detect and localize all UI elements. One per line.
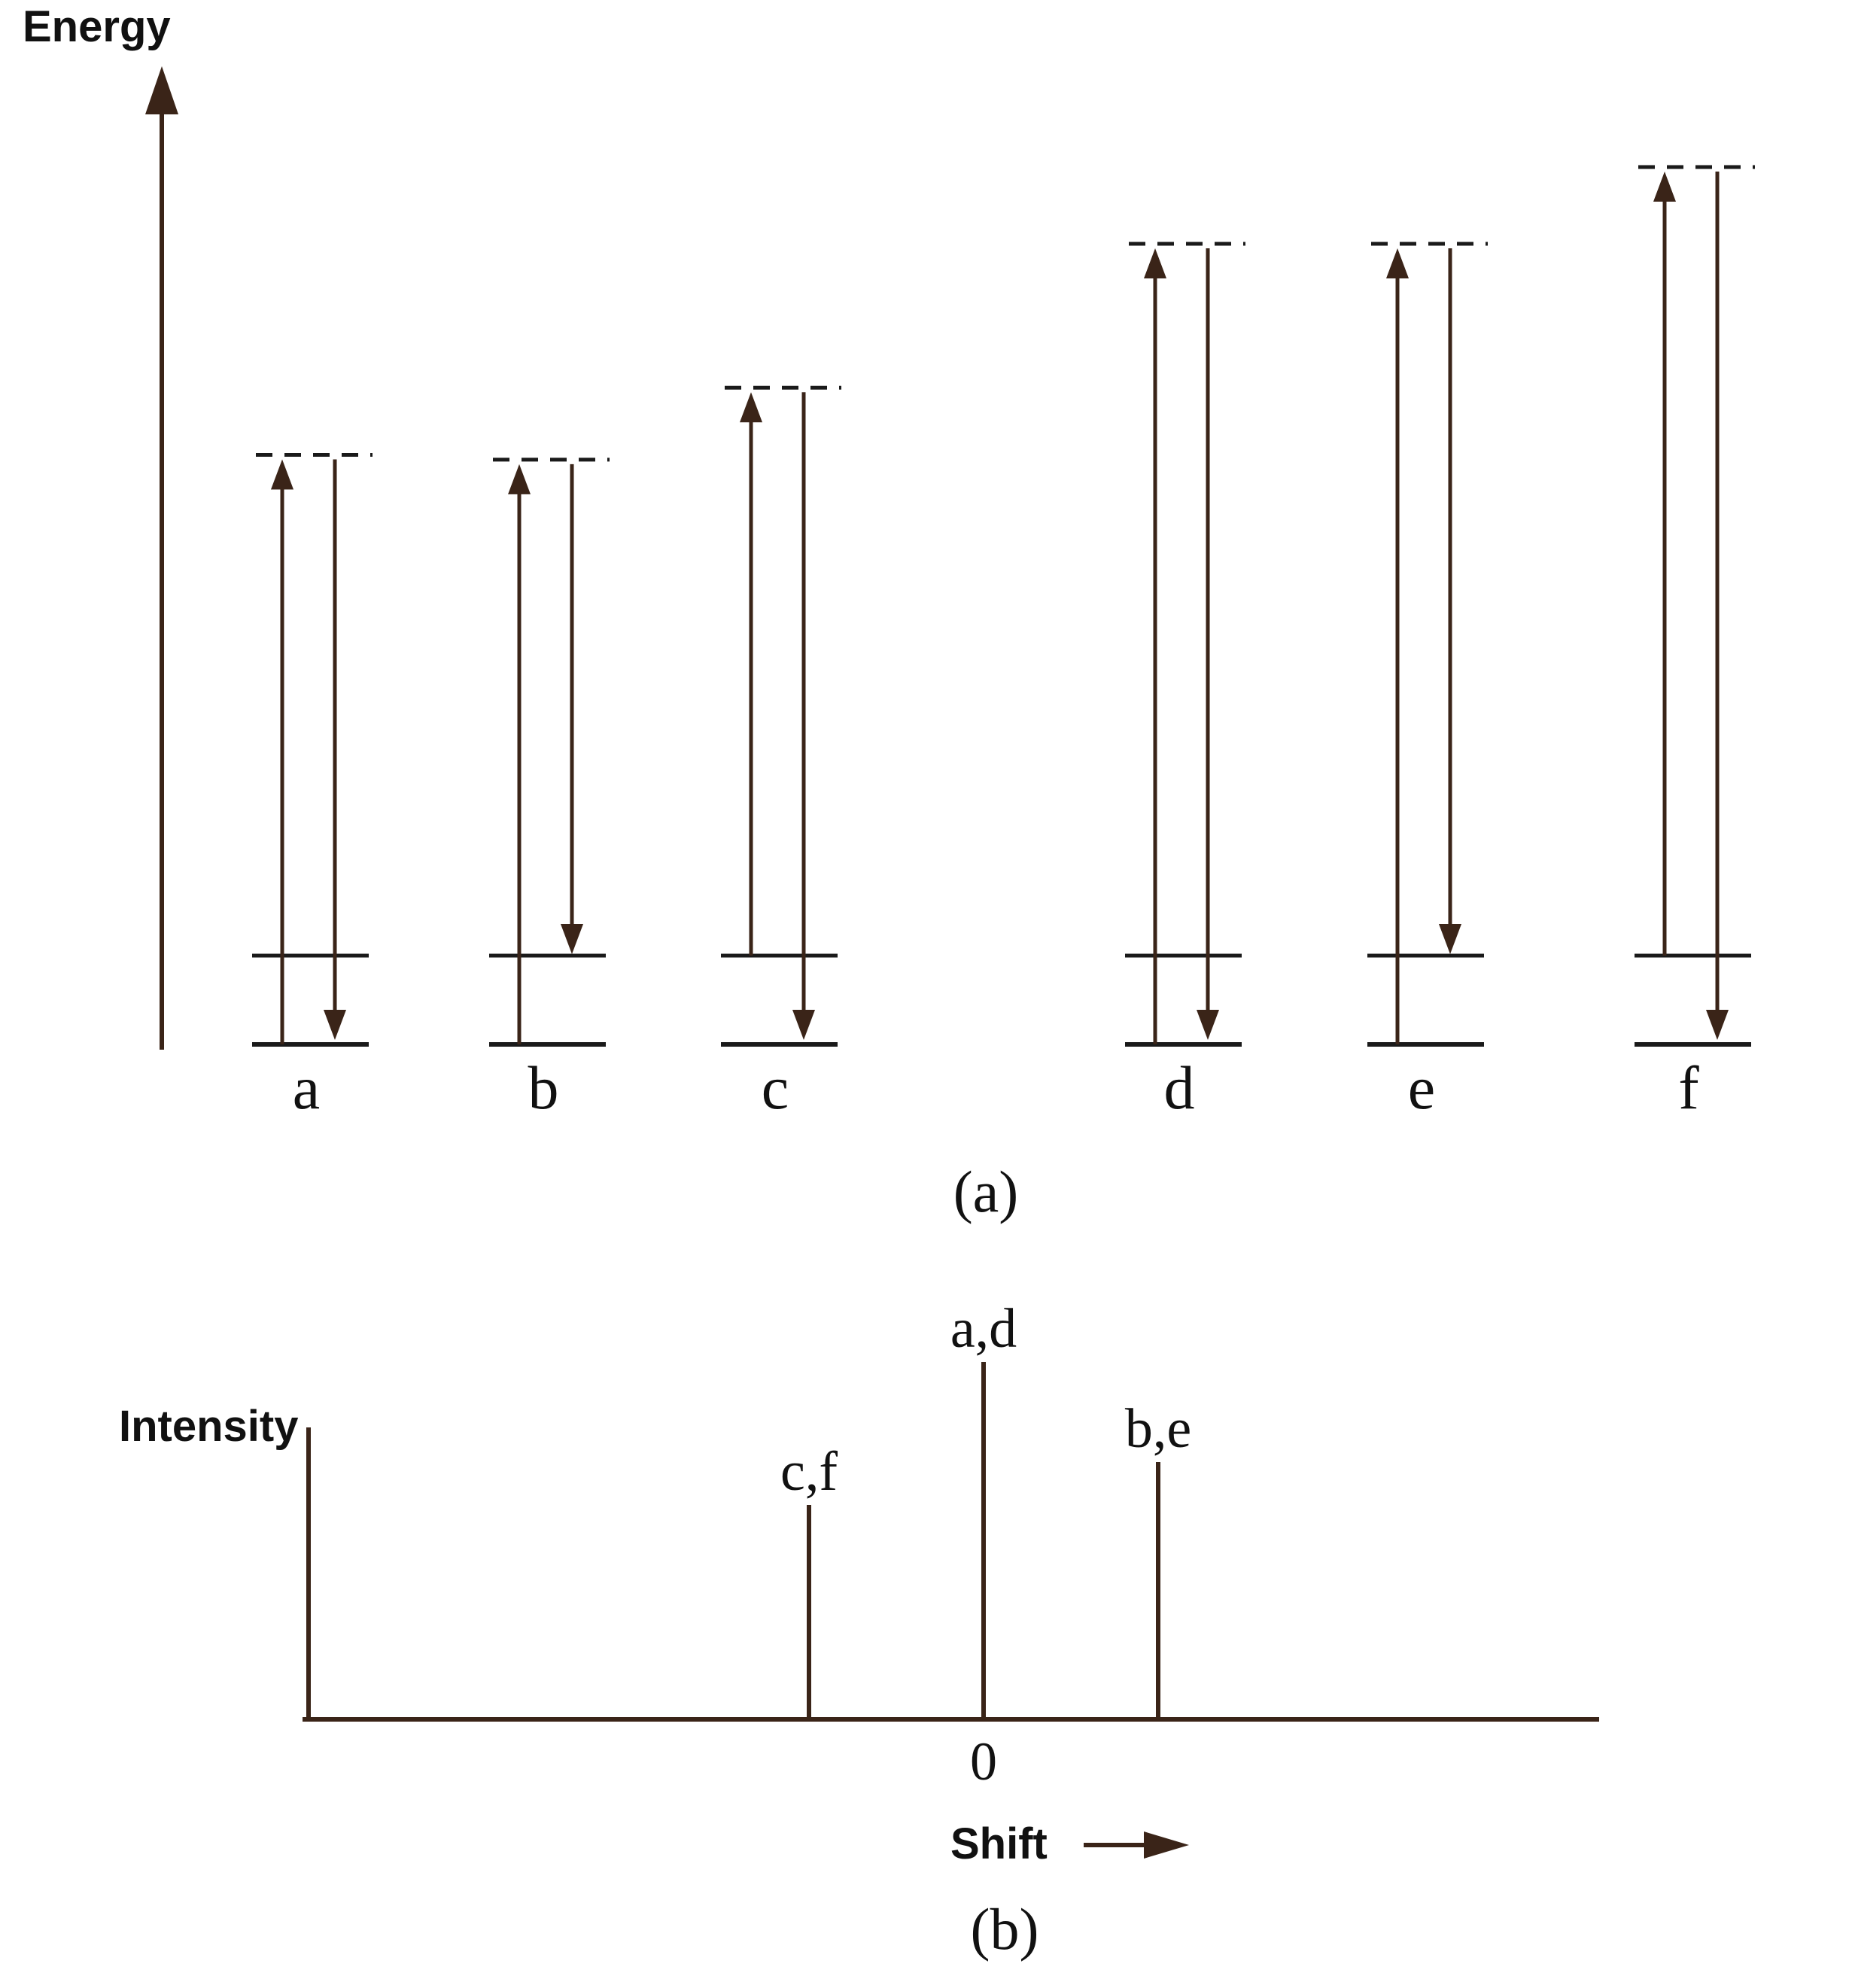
column-label-a: a [293, 1053, 320, 1122]
zero-tick-label: 0 [970, 1731, 997, 1792]
emission-arrow-e-head [1439, 924, 1461, 954]
emission-arrow-a-head [324, 1010, 346, 1040]
column-b: b [489, 457, 610, 1122]
column-c: c [721, 385, 841, 1122]
shift-axis-label: Shift [950, 1819, 1048, 1868]
column-e: e [1367, 242, 1488, 1122]
excitation-arrow-e-head [1386, 248, 1409, 278]
excitation-arrow-a-head [271, 459, 293, 490]
column-label-d: d [1164, 1053, 1195, 1122]
caption-b: (b) [971, 1896, 1039, 1962]
column-d: d [1125, 242, 1245, 1122]
spectrum-plot: Intensity c,f a,d b,e 0 Shift (b) [119, 1298, 1599, 1962]
energy-axis-arrowhead [145, 66, 178, 114]
intensity-axis-label: Intensity [119, 1402, 299, 1451]
column-f: f [1635, 165, 1755, 1122]
column-a: a [252, 453, 373, 1122]
emission-arrow-c-head [792, 1010, 815, 1040]
column-label-e: e [1408, 1053, 1435, 1122]
column-label-f: f [1678, 1053, 1699, 1122]
spectral-lines: c,f a,d b,e [780, 1298, 1191, 1719]
emission-arrow-f-head [1706, 1010, 1729, 1040]
excitation-arrow-d-head [1144, 248, 1166, 278]
column-label-b: b [528, 1053, 559, 1122]
shift-arrow-icon [1084, 1831, 1189, 1859]
spectral-line-label-2: b,e [1125, 1398, 1191, 1460]
excitation-arrow-c-head [740, 392, 762, 423]
spectral-line-label-1: a,d [950, 1298, 1017, 1360]
caption-a: (a) [953, 1159, 1019, 1224]
emission-arrow-b-head [561, 924, 583, 954]
column-label-c: c [762, 1053, 789, 1122]
spectral-line-label-0: c,f [780, 1441, 838, 1503]
excitation-arrow-b-head [508, 464, 531, 494]
emission-arrow-d-head [1197, 1010, 1219, 1040]
transition-columns: a b c d e f [252, 165, 1755, 1122]
energy-axis-label: Energy [23, 2, 171, 51]
excitation-arrow-f-head [1653, 172, 1676, 202]
energy-axis: Energy [23, 2, 178, 1050]
